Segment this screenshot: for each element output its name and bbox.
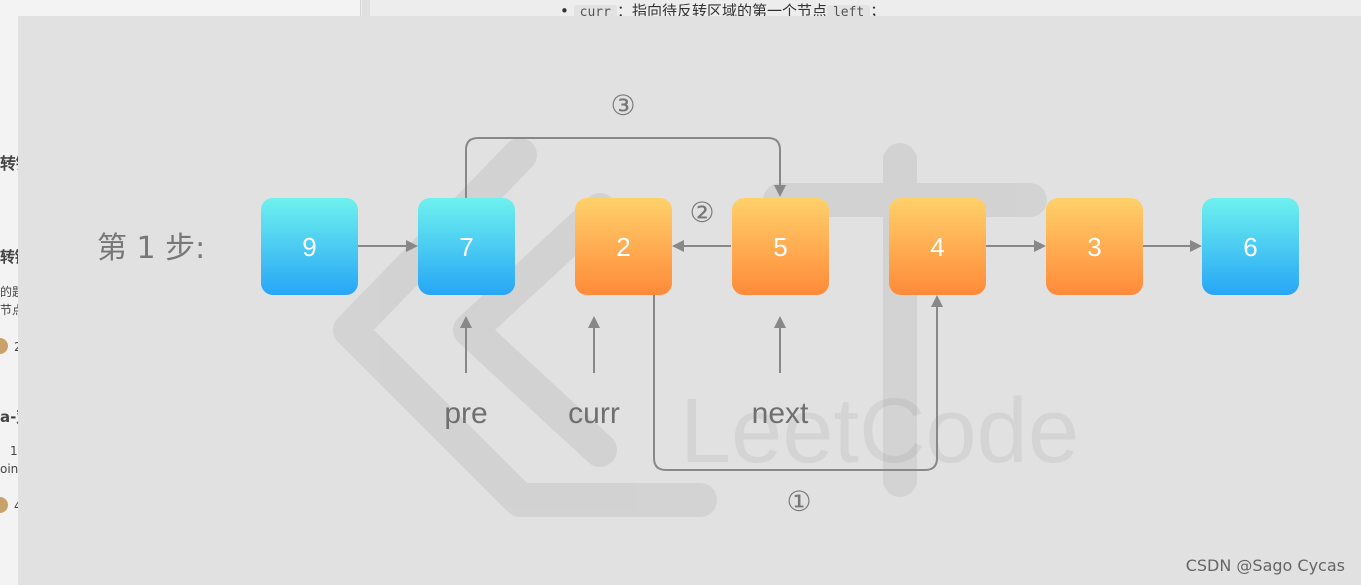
list-node-value: 4 — [930, 232, 944, 262]
article-text: ：指向待反转区域的第一个节点 — [616, 2, 827, 20]
step-one-path — [653, 295, 943, 471]
list-snippet: 2 — [14, 340, 22, 354]
avatar — [0, 338, 8, 354]
list-node-box — [1202, 198, 1299, 295]
step-marker-one: ① — [786, 485, 811, 518]
list-node-box — [575, 198, 672, 295]
list-node-box — [889, 198, 986, 295]
list-node-box — [261, 198, 358, 295]
list-snippet: 1 — [10, 444, 18, 458]
step-marker-three: ③ — [610, 89, 635, 122]
list-node-value: 7 — [459, 232, 473, 262]
pointer-label-curr: curr — [568, 397, 620, 430]
step-three-path — [465, 137, 786, 198]
list-node-box — [732, 198, 829, 295]
step-label: 第 1 步: — [97, 231, 205, 266]
list-node-value: 9 — [302, 232, 316, 262]
list-node-box — [418, 198, 515, 295]
list-snippet: oin — [0, 462, 19, 476]
step-marker-two: ② — [689, 196, 714, 229]
avatar — [0, 497, 8, 513]
pointer-label-pre: pre — [444, 397, 487, 430]
list-node-value: 6 — [1243, 232, 1257, 262]
list-node-value: 5 — [773, 232, 787, 262]
list-node-value: 2 — [616, 232, 630, 262]
watermark-logo-text: LeetCode — [680, 380, 1079, 482]
pointer-label-next: next — [752, 397, 809, 430]
image-lightbox — [18, 16, 1361, 585]
list-node-box — [1046, 198, 1143, 295]
list-node-value: 3 — [1087, 232, 1101, 262]
csdn-watermark: CSDN @Sago Cycas — [1186, 556, 1345, 575]
list-snippet: 4 — [14, 499, 22, 513]
